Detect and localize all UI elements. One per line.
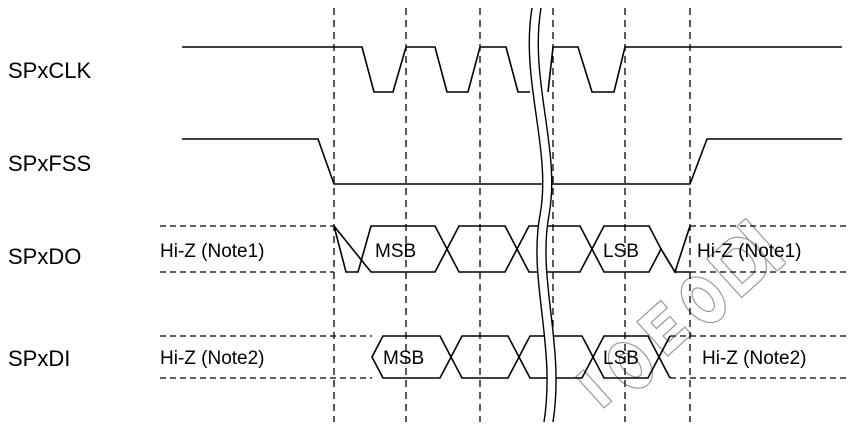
- do-waveform: Hi-Z (Note1) MSB LSB Hi-Z (Note1): [160, 225, 848, 274]
- signal-label-di: SPxDI: [8, 346, 70, 371]
- do-lsb-label: LSB: [603, 241, 639, 262]
- signal-label-do: SPxDO: [8, 244, 81, 269]
- signal-label-fss: SPxFSS: [8, 151, 91, 176]
- time-break-marker: [528, 7, 557, 423]
- di-msb-label: MSB: [383, 348, 424, 369]
- do-msb-label: MSB: [375, 241, 416, 262]
- di-hiz-end-label: Hi-Z (Note2): [702, 348, 807, 369]
- do-hiz-end-label: Hi-Z (Note1): [697, 241, 802, 262]
- signal-label-clk: SPxCLK: [8, 58, 91, 83]
- do-hiz-start-label: Hi-Z (Note1): [160, 241, 265, 262]
- di-hiz-start-label: Hi-Z (Note2): [160, 348, 265, 369]
- fss-waveform: [182, 138, 842, 185]
- timing-guides: [333, 8, 691, 422]
- di-lsb-label: LSB: [603, 348, 639, 369]
- di-waveform: Hi-Z (Note2) MSB LSB Hi-Z (Note2): [160, 335, 848, 379]
- clk-waveform: [182, 46, 842, 93]
